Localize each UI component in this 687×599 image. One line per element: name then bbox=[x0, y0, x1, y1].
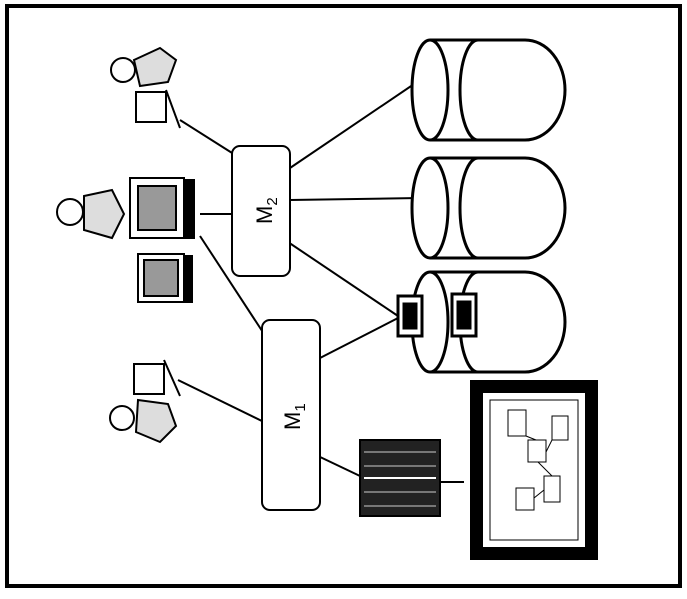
database-cylinder-icon bbox=[412, 40, 565, 140]
tape-drive-icon bbox=[360, 440, 440, 516]
database-cylinder-icon bbox=[412, 158, 565, 258]
database-cylinder-icon bbox=[398, 272, 565, 372]
computer-terminal-icon bbox=[138, 254, 192, 302]
node-m2: M2 bbox=[232, 146, 290, 276]
flowchart-window-icon bbox=[470, 380, 598, 560]
computer-terminal-icon bbox=[130, 178, 194, 238]
node-m1: M1 bbox=[262, 320, 320, 510]
